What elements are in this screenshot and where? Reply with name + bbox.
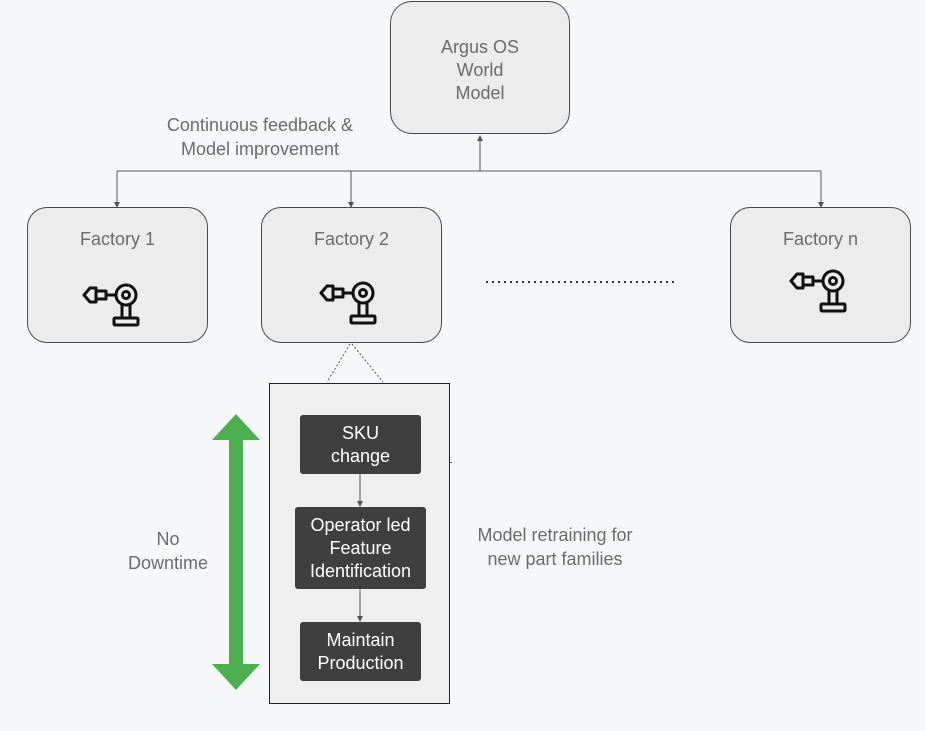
factory-node-1: Factory 1 [27, 207, 208, 343]
world-model-label-line-3: Model [455, 83, 505, 103]
factory-label: Factory 1 [79, 229, 156, 249]
world-model-node: Argus OS World Model [390, 1, 570, 134]
no-downtime-double-arrow [212, 414, 260, 690]
retraining-line-2: new part families [487, 549, 623, 569]
no-downtime-line-2: Downtime [127, 553, 209, 573]
factory-node-2: Factory 2 [261, 207, 442, 343]
step-sku-change-line-1: SKU [341, 422, 379, 443]
panel-edge-tick [450, 462, 452, 463]
feedback-caption: Continuous feedback & Model improvement [140, 113, 380, 161]
step-operator-line-1: Operator led [310, 514, 411, 535]
step-sku-change: SKU change [300, 415, 421, 474]
step-operator-feature-identification: Operator led Feature Identification [295, 507, 426, 589]
factory-label: Factory 2 [313, 229, 390, 249]
step-maintain-line-2: Production [317, 652, 404, 673]
robot-arm-icon [82, 283, 148, 338]
step-maintain-line-1: Maintain [326, 629, 395, 650]
step-sku-change-line-2: change [330, 445, 391, 466]
step-operator-line-3: Identification [309, 560, 412, 581]
world-model-label-line-1: Argus OS [440, 37, 520, 57]
feedback-caption-line-1: Continuous feedback & [166, 115, 354, 135]
zoom-line-right [351, 343, 384, 383]
retraining-line-1: Model retraining for [477, 525, 633, 545]
robot-arm-icon [789, 269, 855, 324]
factory-label: Factory n [782, 229, 859, 249]
feedback-caption-line-2: Model improvement [180, 139, 340, 159]
world-model-label-line-2: World [456, 60, 504, 80]
step-maintain-production: Maintain Production [300, 622, 421, 681]
step-operator-line-2: Feature [329, 537, 392, 558]
factory-node-n: Factory n [730, 207, 911, 343]
no-downtime-line-1: No [156, 529, 180, 549]
robot-arm-icon [319, 281, 385, 336]
zoom-line-left [326, 343, 351, 383]
no-downtime-caption: No Downtime [108, 527, 228, 575]
retraining-caption: Model retraining for new part families [455, 523, 655, 571]
